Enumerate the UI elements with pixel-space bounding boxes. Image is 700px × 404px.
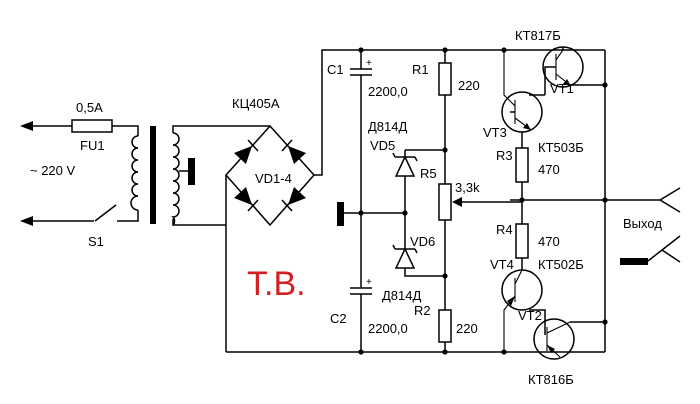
- c2-value-label: 2200,0: [368, 321, 408, 336]
- capacitor-c1: [350, 50, 372, 213]
- transistor-vt2: [533, 318, 605, 360]
- vt3-type-label: КТ503Б: [538, 140, 584, 155]
- r5-value-label: 3,3k: [455, 180, 480, 195]
- resistor-r4: [515, 223, 529, 270]
- c1-ref-label: C1: [327, 62, 344, 77]
- output-label: Выход: [623, 216, 662, 231]
- resistor-r1: [438, 50, 452, 150]
- ground-midpoint: [337, 202, 405, 226]
- r4-ref-label: R4: [496, 222, 513, 237]
- c2-ref-label: C2: [330, 311, 347, 326]
- mains-input: [20, 121, 139, 226]
- zener-vd6: [392, 213, 445, 277]
- capacitor-c2: [350, 213, 372, 352]
- vd6-ref-label: VD6: [410, 234, 435, 249]
- switch-ref-label: S1: [88, 234, 104, 249]
- resistor-r3: [515, 147, 529, 224]
- r1-value-label: 220: [458, 78, 480, 93]
- vd5-type-label: Д814Д: [368, 119, 407, 134]
- vt4-ref-label: VT4: [490, 257, 514, 272]
- vd5-ref-label: VD5: [370, 138, 395, 153]
- c1-polarity-label: +: [366, 58, 372, 69]
- transistor-vt3: [501, 50, 545, 148]
- resistor-r2: [438, 276, 452, 352]
- bridge-type-label: КЦ405А: [232, 96, 280, 111]
- bridge-ref-label: VD1-4: [255, 171, 292, 186]
- vt3-ref-label: VT3: [483, 125, 507, 140]
- mains-voltage-label: ~ 220 V: [30, 163, 76, 178]
- zener-vd5: [392, 149, 445, 213]
- vt2-ref-label: VT2: [518, 308, 542, 323]
- r1-ref-label: R1: [412, 62, 429, 77]
- annotation-tv: Т.В.: [247, 265, 306, 303]
- fuse-rating-label: 0,5A: [76, 100, 103, 115]
- r5-ref-label: R5: [420, 166, 437, 181]
- r3-value-label: 470: [538, 162, 560, 177]
- vt1-type-label: КТ817Б: [515, 28, 561, 43]
- vd6-type-label: Д814Д: [382, 288, 421, 303]
- vt4-type-label: КТ502Б: [538, 257, 584, 272]
- transistor-vt4: [501, 269, 546, 352]
- fuse-ref-label: FU1: [80, 138, 105, 153]
- c2-polarity-label: +: [366, 277, 372, 288]
- potentiometer-r5: [438, 150, 522, 276]
- r3-ref-label: R3: [496, 148, 513, 163]
- vt1-ref-label: VT1: [550, 81, 574, 96]
- transformer: [130, 125, 270, 226]
- r2-value-label: 220: [456, 321, 478, 336]
- fuse-fu1: [71, 119, 113, 133]
- r2-ref-label: R2: [414, 303, 431, 318]
- diode-bridge: [224, 49, 605, 352]
- transistor-vt1: [542, 46, 605, 95]
- output-node: [510, 50, 681, 352]
- c1-value-label: 2200,0: [368, 84, 408, 99]
- vt2-type-label: КТ816Б: [528, 372, 574, 387]
- r4-value-label: 470: [538, 234, 560, 249]
- junction-dots: [358, 47, 608, 355]
